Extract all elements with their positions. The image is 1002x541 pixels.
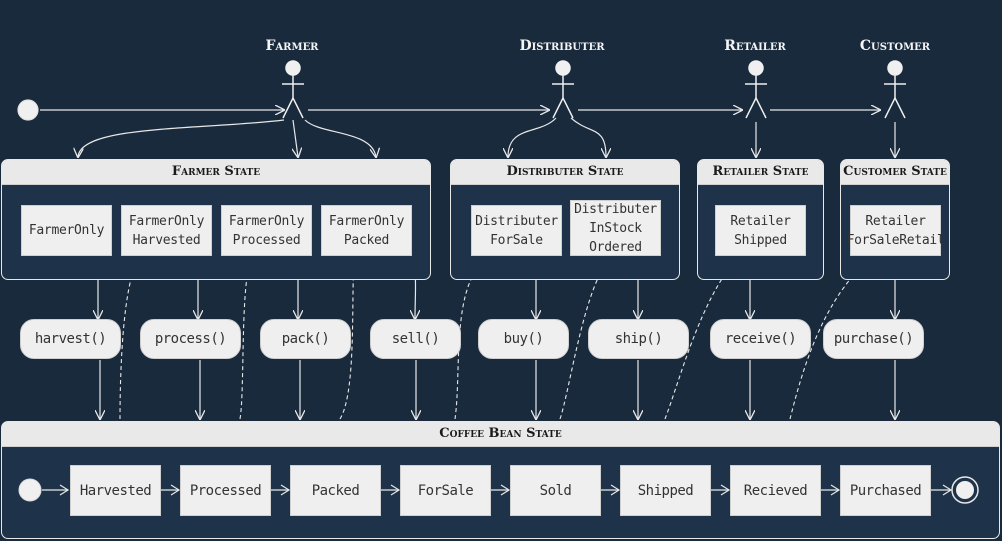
state-farmer-only: FarmerOnly [21,205,112,256]
actor-figure-retailer [745,60,767,119]
actor-figure-distributer [552,60,574,119]
customer-state-panel: Customer State Retailer ForSaleRetail [840,159,950,280]
retailer-state-title: Retailer State [698,160,823,185]
actor-label-retailer: Retailer [724,38,786,54]
coffee-state-processed: Processed [180,465,271,516]
coffee-state-sold: Sold [510,465,601,516]
arrow-farmer-to-panel [304,119,376,157]
coffee-state-shipped: Shipped [620,465,711,516]
state-farmer-packed: FarmerOnly Packed [321,205,412,256]
coffee-state-packed: Packed [290,465,381,516]
fn-process: process() [140,319,241,359]
distributer-state-panel: Distributer State Distributer ForSale Di… [450,159,680,280]
arrow-farmer-to-panel [293,119,298,157]
fn-sell: sell() [370,319,461,359]
actor-label-distributer: Distributer [519,38,605,54]
distributer-state-title: Distributer State [451,160,679,185]
customer-state-title: Customer State [841,160,949,185]
coffee-state-forsale: ForSale [400,465,491,516]
coffee-bean-state-title: Coffee Bean State [2,422,999,447]
state-retailer-shipped: Retailer Shipped [715,205,806,256]
arrow-distributer-to-panel [508,117,557,157]
fn-buy: buy() [478,319,569,359]
fn-pack: pack() [260,319,351,359]
arrow-distributer-to-panel [570,117,606,157]
fn-harvest: harvest() [20,319,121,359]
arrow-farmer-to-panel [78,119,285,157]
coffee-state-harvested: Harvested [70,465,161,516]
state-distributer-forsale: Distributer ForSale [471,205,562,256]
fn-ship: ship() [588,319,689,359]
state-distributer-instock-ordered: Distributer InStock Ordered [570,200,661,256]
farmer-state-panel: Farmer State FarmerOnly FarmerOnly Harve… [1,159,431,280]
farmer-state-title: Farmer State [2,160,430,185]
state-farmer-processed: FarmerOnly Processed [221,205,312,256]
actor-label-customer: Customer [859,38,931,54]
coffee-state-recieved: Recieved [730,465,821,516]
state-farmer-harvested: FarmerOnly Harvested [121,205,212,256]
coffee-state-purchased: Purchased [840,465,931,516]
actor-figure-customer [884,60,906,119]
fn-receive: receive() [710,319,811,359]
actor-figure-farmer [282,60,304,119]
state-customer-forsale-retail: Retailer ForSaleRetail [847,205,945,256]
coffee-bean-state-panel: Coffee Bean State [1,421,1000,539]
fn-purchase: purchase() [823,319,924,359]
retailer-state-panel: Retailer State Retailer Shipped [697,159,824,280]
start-node [17,99,39,121]
actor-label-farmer: Farmer [265,38,319,54]
